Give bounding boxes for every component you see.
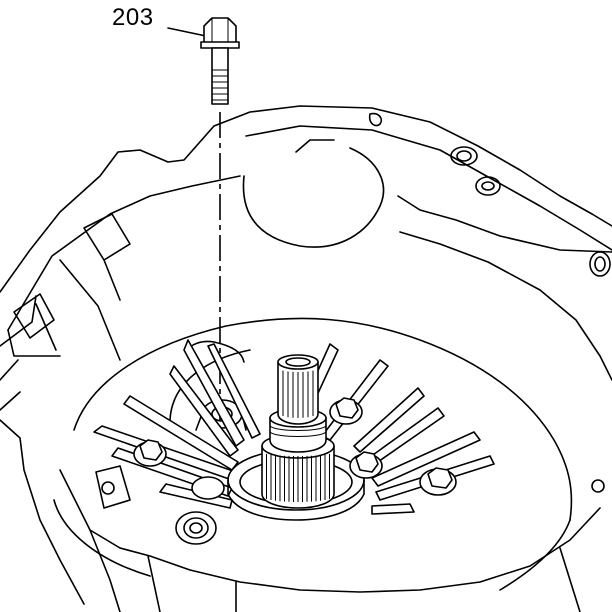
bell-dome <box>242 112 612 381</box>
carrier-bolt-2 <box>329 397 363 425</box>
carrier-bolt-3 <box>349 451 383 479</box>
housing-left-pockets <box>13 213 131 339</box>
callout-leader-line <box>167 27 207 37</box>
output-shaft <box>261 354 335 509</box>
carrier-bolt-4 <box>419 467 457 496</box>
callout-label-203: 203 <box>112 4 154 31</box>
shaft-splines-lower <box>266 453 330 502</box>
carrier-bolt-5 <box>191 476 225 500</box>
flange-holes <box>101 146 611 495</box>
carrier-bolts <box>133 397 457 500</box>
housing-bottom-flange <box>59 465 601 612</box>
bolt-203 <box>200 17 240 105</box>
carrier-bolt-1 <box>133 439 167 467</box>
shaft-splines-upper <box>282 370 314 418</box>
